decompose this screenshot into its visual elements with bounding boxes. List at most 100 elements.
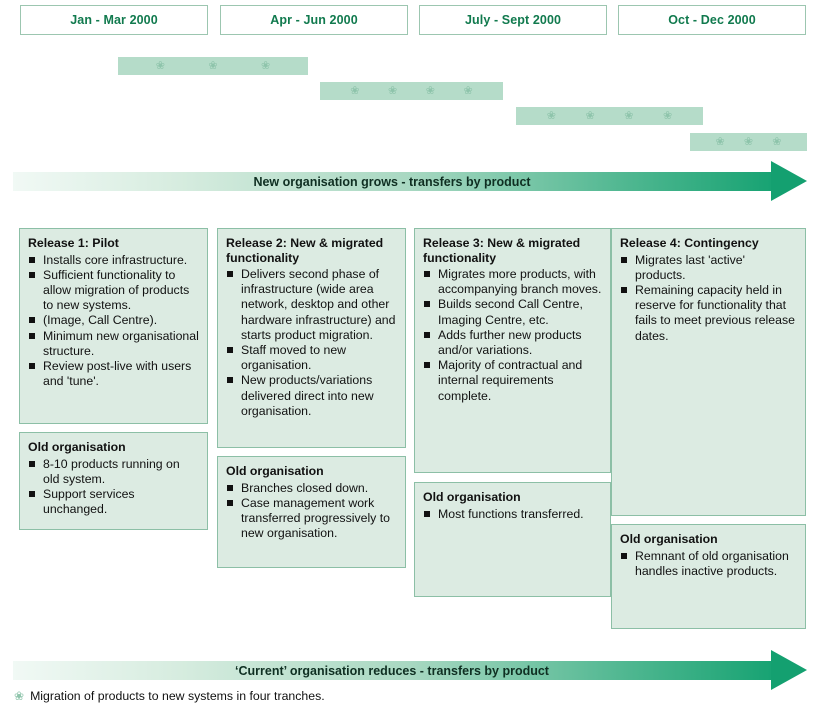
list-item-text: Installs core infrastructure. xyxy=(43,252,188,267)
square-bullet-icon xyxy=(227,499,233,506)
list-item: 8-10 products running on old system. xyxy=(28,457,199,487)
migration-flower-icon: ❀ xyxy=(546,109,556,122)
release-3-list: Migrates more products, with accompanyin… xyxy=(423,267,602,404)
release-3-title: Release 3: New & migrated functionality xyxy=(423,236,581,265)
list-item: Branches closed down. xyxy=(226,481,397,496)
migration-flower-icon: ❀ xyxy=(425,84,435,97)
square-bullet-icon xyxy=(29,271,35,278)
list-item-text: Minimum new organisational structure. xyxy=(43,328,199,358)
list-item-text: Majority of contractual and internal req… xyxy=(438,358,583,403)
list-item-text: Migrates last 'active' products. xyxy=(635,252,745,282)
square-bullet-icon xyxy=(29,332,35,339)
list-item-text: Branches closed down. xyxy=(241,480,369,495)
migration-tranche-bar-3: ❀ ❀ ❀ ❀ xyxy=(516,107,703,125)
list-item-text: Remnant of old organisation handles inac… xyxy=(635,548,789,578)
list-item-text: Staff moved to new organisation. xyxy=(241,343,347,373)
quarter-header-q4-label: Oct - Dec 2000 xyxy=(668,13,756,27)
migration-tranche-bar-1: ❀ ❀ ❀ xyxy=(118,57,308,75)
list-item-text: Support services unchanged. xyxy=(43,486,135,517)
square-bullet-icon xyxy=(29,317,35,324)
square-bullet-icon xyxy=(621,286,627,293)
top-arrow: New organisation grows - transfers by pr… xyxy=(13,161,807,201)
square-bullet-icon xyxy=(227,484,233,491)
list-item: Majority of contractual and internal req… xyxy=(423,358,602,404)
release-4-panel: Release 4: Contingency Migrates last 'ac… xyxy=(611,228,806,516)
list-item-text: (Image, Call Centre). xyxy=(43,313,158,328)
list-item-text: 8-10 products running on old system. xyxy=(43,456,180,486)
release-1-title: Release 1: Pilot xyxy=(28,236,119,250)
square-bullet-icon xyxy=(621,256,627,263)
quarter-header-q4: Oct - Dec 2000 xyxy=(618,5,806,35)
old-organisation-1-panel: Old organisation 8-10 products running o… xyxy=(19,432,208,530)
list-item: Migrates last 'active' products. xyxy=(620,253,797,283)
release-2-panel: Release 2: New & migrated functionality … xyxy=(217,228,406,448)
list-item: Delivers second phase of infrastructure … xyxy=(226,267,397,343)
list-item: Support services unchanged. xyxy=(28,487,199,517)
square-bullet-icon xyxy=(621,552,627,559)
release-1-panel: Release 1: Pilot Installs core infrastru… xyxy=(19,228,208,424)
list-item-text: Delivers second phase of infrastructure … xyxy=(241,267,396,342)
quarter-header-q2: Apr - Jun 2000 xyxy=(220,5,408,35)
migration-flower-icon: ❀ xyxy=(743,135,754,148)
list-item: Remnant of old organisation handles inac… xyxy=(620,549,797,579)
list-item-text: Adds further new products and/or variati… xyxy=(438,327,582,358)
quarter-header-q1-label: Jan - Mar 2000 xyxy=(70,13,158,27)
list-item-text: New products/variations delivered direct… xyxy=(241,373,374,418)
square-bullet-icon xyxy=(424,362,430,369)
migration-flower-icon: ❀ xyxy=(585,109,595,122)
release-3-panel: Release 3: New & migrated functionality … xyxy=(414,228,611,473)
bottom-arrow-body xyxy=(13,661,771,680)
migration-flower-icon: ❀ xyxy=(388,84,398,97)
list-item: Adds further new products and/or variati… xyxy=(423,328,602,358)
quarter-header-q2-label: Apr - Jun 2000 xyxy=(270,13,358,27)
square-bullet-icon xyxy=(227,271,233,277)
quarter-header-q3-label: July - Sept 2000 xyxy=(464,13,562,27)
square-bullet-icon xyxy=(424,301,430,308)
migration-tranche-bar-2: ❀ ❀ ❀ ❀ xyxy=(320,82,503,100)
list-item-text: Migrates more products, with accompanyin… xyxy=(438,267,602,297)
old-organisation-2-panel: Old organisation Branches closed down. C… xyxy=(217,456,406,568)
square-bullet-icon xyxy=(29,460,35,467)
migration-flower-icon: ❀ xyxy=(14,689,25,703)
list-item: New products/variations delivered direct… xyxy=(226,373,397,419)
square-bullet-icon xyxy=(29,256,35,263)
list-item: Minimum new organisational structure. xyxy=(28,329,199,359)
old-organisation-3-list: Most functions transferred. xyxy=(423,507,602,522)
old-organisation-4-list: Remnant of old organisation handles inac… xyxy=(620,549,797,579)
old-organisation-2-list: Branches closed down. Case management wo… xyxy=(226,481,397,542)
migration-flower-icon: ❀ xyxy=(350,84,360,97)
square-bullet-icon xyxy=(29,362,35,369)
old-organisation-1-list: 8-10 products running on old system. Sup… xyxy=(28,457,199,518)
top-arrow-head xyxy=(771,161,807,201)
list-item-text: Remaining capacity held in reserve for f… xyxy=(635,282,795,343)
list-item: Sufficient functionality to allow migrat… xyxy=(28,268,199,314)
list-item: (Image, Call Centre). xyxy=(28,313,199,328)
square-bullet-icon xyxy=(29,490,35,497)
migration-flower-icon: ❀ xyxy=(663,109,673,122)
list-item-text: Review post-live with users and 'tune'. xyxy=(43,358,192,389)
old-organisation-4-title: Old organisation xyxy=(620,532,718,546)
list-item: Review post-live with users and 'tune'. xyxy=(28,359,199,389)
release-4-list: Migrates last 'active' products. Remaini… xyxy=(620,253,797,344)
migration-flower-icon: ❀ xyxy=(772,135,782,148)
migration-flower-icon: ❀ xyxy=(715,135,725,148)
old-organisation-3-panel: Old organisation Most functions transfer… xyxy=(414,482,611,597)
quarter-header-q1: Jan - Mar 2000 xyxy=(20,5,208,35)
migration-flower-icon: ❀ xyxy=(155,59,165,72)
list-item-text: Case management work transferred progres… xyxy=(241,495,390,541)
legend-text: Migration of products to new systems in … xyxy=(30,689,325,703)
square-bullet-icon xyxy=(424,510,430,517)
bottom-arrow: ‘Current’ organisation reduces - transfe… xyxy=(13,650,807,690)
migration-flower-icon: ❀ xyxy=(624,109,634,122)
release-4-title: Release 4: Contingency xyxy=(620,236,759,250)
migration-flower-icon: ❀ xyxy=(208,59,218,72)
list-item: Builds second Call Centre, Imaging Centr… xyxy=(423,297,602,327)
square-bullet-icon xyxy=(424,331,430,338)
release-2-title: Release 2: New & migrated functionality xyxy=(226,236,384,265)
legend: ❀ Migration of products to new systems i… xyxy=(14,689,325,703)
old-organisation-4-panel: Old organisation Remnant of old organisa… xyxy=(611,524,806,629)
square-bullet-icon xyxy=(424,271,430,277)
old-organisation-2-title: Old organisation xyxy=(226,464,324,478)
release-2-list: Delivers second phase of infrastructure … xyxy=(226,267,397,419)
